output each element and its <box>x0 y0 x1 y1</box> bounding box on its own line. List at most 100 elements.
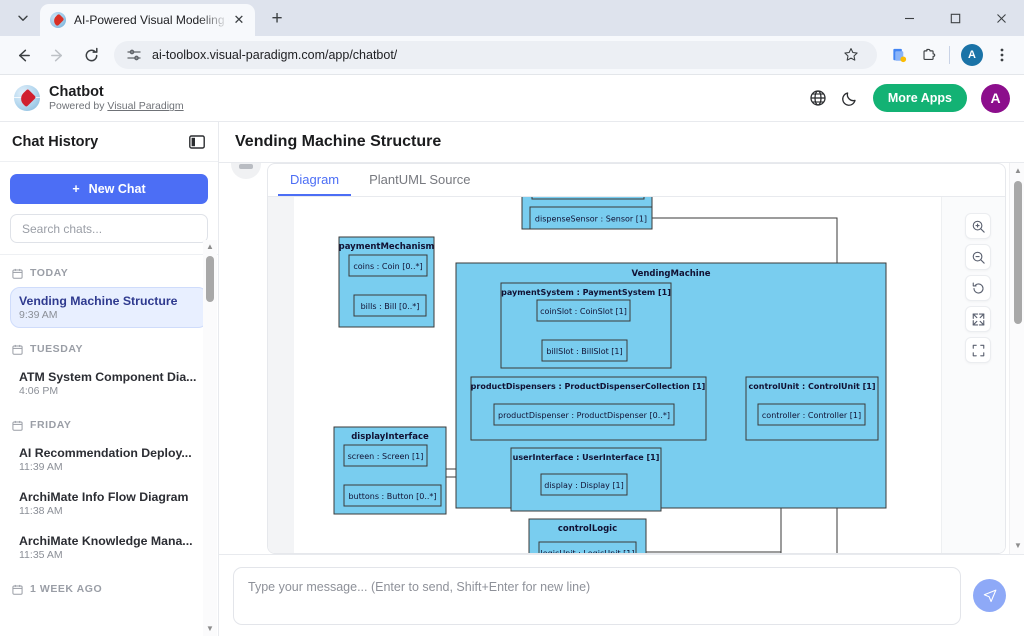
calendar-icon <box>12 268 23 279</box>
uml-label-buttons: buttons : Button [0..*] <box>348 492 436 501</box>
sidebar: Chat History + New Chat TODAY Vending Ma… <box>0 122 219 636</box>
main-scrollbar[interactable]: ▲ ▼ <box>1009 163 1024 554</box>
diagram-canvas[interactable]: dispenseSensor : Sensor [1] paymentMecha… <box>268 197 1005 553</box>
message-input[interactable] <box>233 567 961 625</box>
forward-icon[interactable] <box>42 40 72 70</box>
uml-label-controller: controller : Controller [1] <box>762 411 861 420</box>
chat-timestamp: 4:06 PM <box>19 385 199 397</box>
close-window-button[interactable] <box>978 0 1024 36</box>
tab-title: AI-Powered Visual Modeling Ch <box>74 13 229 27</box>
search-input[interactable] <box>10 214 208 243</box>
extensions-puzzle-icon[interactable] <box>915 41 943 69</box>
sidebar-scrollbar[interactable]: ▲ ▼ <box>203 240 217 636</box>
group-label-tuesday: TUESDAY <box>10 331 208 363</box>
scroll-up-arrow-icon[interactable]: ▲ <box>1013 166 1023 176</box>
chat-timestamp: 11:39 AM <box>19 461 199 473</box>
zoom-toolbar <box>965 213 991 363</box>
minimize-button[interactable] <box>886 0 932 36</box>
uml-box-controllogic[interactable]: controlLogic logicUnit : LogicUnit [1] <box>529 519 646 553</box>
assistant-avatar <box>231 163 261 179</box>
user-avatar[interactable]: A <box>981 84 1010 113</box>
uml-label-screen: screen : Screen [1] <box>348 452 424 461</box>
chat-title: ArchiMate Knowledge Mana... <box>19 534 199 548</box>
zoom-out-icon[interactable] <box>965 244 991 270</box>
browser-tab[interactable]: AI-Powered Visual Modeling Ch ✕ <box>40 4 255 36</box>
chat-title: ATM System Component Dia... <box>19 370 199 384</box>
tab-search-chevron-icon[interactable] <box>8 4 38 32</box>
uml-label-bills: bills : Bill [0..*] <box>361 302 420 311</box>
scroll-up-arrow-icon[interactable]: ▲ <box>205 242 215 252</box>
canvas-left-gutter <box>268 197 294 553</box>
main-panel: Vending Machine Structure Diagram PlantU… <box>219 122 1024 636</box>
address-bar[interactable]: ai-toolbox.visual-paradigm.com/app/chatb… <box>114 41 877 69</box>
group-label-one-week-ago: 1 WEEK AGO <box>10 571 208 603</box>
visual-paradigm-link[interactable]: Visual Paradigm <box>107 100 183 112</box>
uml-label-userinterface: userInterface : UserInterface [1] <box>513 453 660 462</box>
reset-icon[interactable] <box>965 275 991 301</box>
fullscreen-icon[interactable] <box>965 337 991 363</box>
url-text: ai-toolbox.visual-paradigm.com/app/chatb… <box>152 48 397 62</box>
new-chat-button[interactable]: + New Chat <box>10 174 208 204</box>
plus-icon: + <box>72 182 79 196</box>
back-icon[interactable] <box>8 40 38 70</box>
globe-language-icon[interactable] <box>809 89 827 107</box>
maximize-button[interactable] <box>932 0 978 36</box>
send-button[interactable] <box>973 579 1006 612</box>
browser-chrome: AI-Powered Visual Modeling Ch ✕ + <box>0 0 1024 75</box>
page-title: Vending Machine Structure <box>235 133 441 151</box>
calendar-icon <box>12 344 23 355</box>
zoom-in-icon[interactable] <box>965 213 991 239</box>
chat-title: AI Recommendation Deploy... <box>19 446 199 460</box>
chat-scroll-area[interactable]: Diagram PlantUML Source <box>219 163 1024 554</box>
chat-timestamp: 9:39 AM <box>19 309 199 321</box>
main-scroll-thumb[interactable] <box>1014 181 1022 324</box>
uml-label-paymentsystem: paymentSystem : PaymentSystem [1] <box>501 288 671 297</box>
visual-paradigm-logo-icon <box>14 85 40 111</box>
uml-composite-structure-diagram: dispenseSensor : Sensor [1] paymentMecha… <box>294 197 914 553</box>
tab-plantuml-source[interactable]: PlantUML Source <box>357 164 482 196</box>
close-tab-icon[interactable]: ✕ <box>229 10 249 30</box>
tab-diagram[interactable]: Diagram <box>278 164 351 196</box>
chat-title: Vending Machine Structure <box>19 294 199 308</box>
sidebar-scroll-thumb[interactable] <box>206 256 214 302</box>
chat-item-archimate-info-flow-diagram[interactable]: ArchiMate Info Flow Diagram 11:38 AM <box>10 483 208 524</box>
uml-label-display: display : Display [1] <box>544 481 624 490</box>
uml-box-dispensesensor[interactable]: dispenseSensor : Sensor [1] <box>530 207 652 229</box>
browser-toolbar: ai-toolbox.visual-paradigm.com/app/chatb… <box>0 36 1024 75</box>
scroll-down-arrow-icon[interactable]: ▼ <box>205 624 215 634</box>
chat-timestamp: 11:38 AM <box>19 505 199 517</box>
fit-screen-icon[interactable] <box>965 306 991 332</box>
group-label-today: TODAY <box>10 255 208 287</box>
diagram-card: Diagram PlantUML Source <box>267 163 1006 554</box>
app-header: Chatbot Powered by Visual Paradigm More … <box>0 75 1024 122</box>
chat-item-vending-machine-structure[interactable]: Vending Machine Structure 9:39 AM <box>10 287 208 328</box>
chrome-menu-icon[interactable] <box>988 41 1016 69</box>
uml-label-controllogic: controlLogic <box>558 524 617 534</box>
uml-box-displayinterface[interactable]: displayInterface screen : Screen [1] but… <box>334 427 446 514</box>
scroll-down-arrow-icon[interactable]: ▼ <box>1013 541 1023 551</box>
site-settings-icon[interactable] <box>126 47 142 63</box>
reload-icon[interactable] <box>76 40 106 70</box>
chat-title: ArchiMate Info Flow Diagram <box>19 490 199 504</box>
uml-label-paymentmechanism: paymentMechanism <box>339 242 435 252</box>
chat-timestamp: 11:35 AM <box>19 549 199 561</box>
collapse-sidebar-icon[interactable] <box>188 133 206 151</box>
profile-avatar[interactable]: A <box>958 41 986 69</box>
dark-mode-moon-icon[interactable] <box>841 89 859 107</box>
group-label-friday: FRIDAY <box>10 407 208 439</box>
chat-history-list[interactable]: TODAY Vending Machine Structure 9:39 AM … <box>0 254 218 636</box>
uml-label-coinslot: coinSlot : CoinSlot [1] <box>540 307 627 316</box>
chat-item-archimate-knowledge-management[interactable]: ArchiMate Knowledge Mana... 11:35 AM <box>10 527 208 568</box>
window-controls <box>886 0 1024 36</box>
new-tab-button[interactable]: + <box>263 5 291 33</box>
more-apps-button[interactable]: More Apps <box>873 84 967 112</box>
uml-box-vendingmachine[interactable]: VendingMachine paymentSystem : PaymentSy… <box>456 263 886 511</box>
diagram-tabs: Diagram PlantUML Source <box>268 164 1005 197</box>
chat-item-ai-recommendation-deployment[interactable]: AI Recommendation Deploy... 11:39 AM <box>10 439 208 480</box>
chat-item-atm-system-component-diagram[interactable]: ATM System Component Dia... 4:06 PM <box>10 363 208 404</box>
toolbar-divider <box>949 46 950 64</box>
profile-initial: A <box>961 44 983 66</box>
extension-page-icon[interactable] <box>885 41 913 69</box>
uml-box-paymentmechanism[interactable]: paymentMechanism coins : Coin [0..*] bil… <box>339 237 435 327</box>
bookmark-star-icon[interactable] <box>837 41 865 69</box>
